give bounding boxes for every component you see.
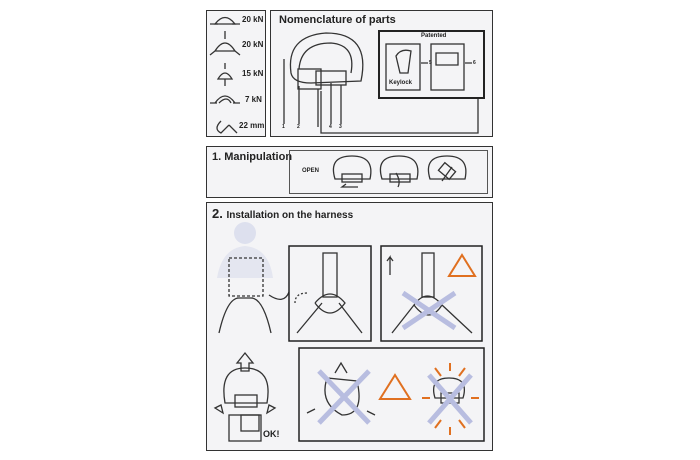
major-axis-icon [210,16,240,25]
strength-value: 22 mm [239,121,265,130]
triaxial-icon [209,31,241,56]
part-label: 2 [297,124,300,130]
strength-ratings-box: 20 kN 20 kN 15 kN 7 kN 22 mm [206,10,266,137]
part-label: 5 [429,60,432,66]
person-harness-illustration [217,222,273,334]
strength-value: 20 kN [242,40,264,49]
gate-open-icon [210,95,240,104]
carabiner-diagram [283,30,485,134]
patented-label: Patented [421,33,447,39]
installation-box: 2. Installation on the harness OK! [206,202,493,451]
installation-title: 2. Installation on the harness [212,206,354,221]
nomenclature-box: Nomenclature of parts Patented Keylock 5… [270,10,493,137]
installation-diagrams [213,222,485,442]
part-label: 4 [329,124,332,130]
open-label: OPEN [302,168,320,174]
keylock-label: Keylock [389,80,413,86]
manipulation-title: 1. Manipulation [212,151,293,163]
manipulation-steps: OPEN [289,150,488,194]
strength-value: 15 kN [242,69,264,78]
strength-value: 7 kN [245,95,262,104]
gate-opening-icon [216,120,238,134]
nomenclature-title: Nomenclature of parts [279,14,396,26]
manipulation-box: 1. Manipulation OPEN [206,146,493,198]
up-arrow-diagram [213,351,277,415]
strength-value: 20 kN [242,15,264,24]
minor-axis-icon [216,63,234,86]
strength-icons [209,16,241,134]
part-label: 3 [339,124,342,130]
part-label: 6 [473,60,476,66]
open-steps-diagram [332,155,467,188]
part-label: 1 [282,124,285,130]
ok-label: OK! [263,429,280,439]
